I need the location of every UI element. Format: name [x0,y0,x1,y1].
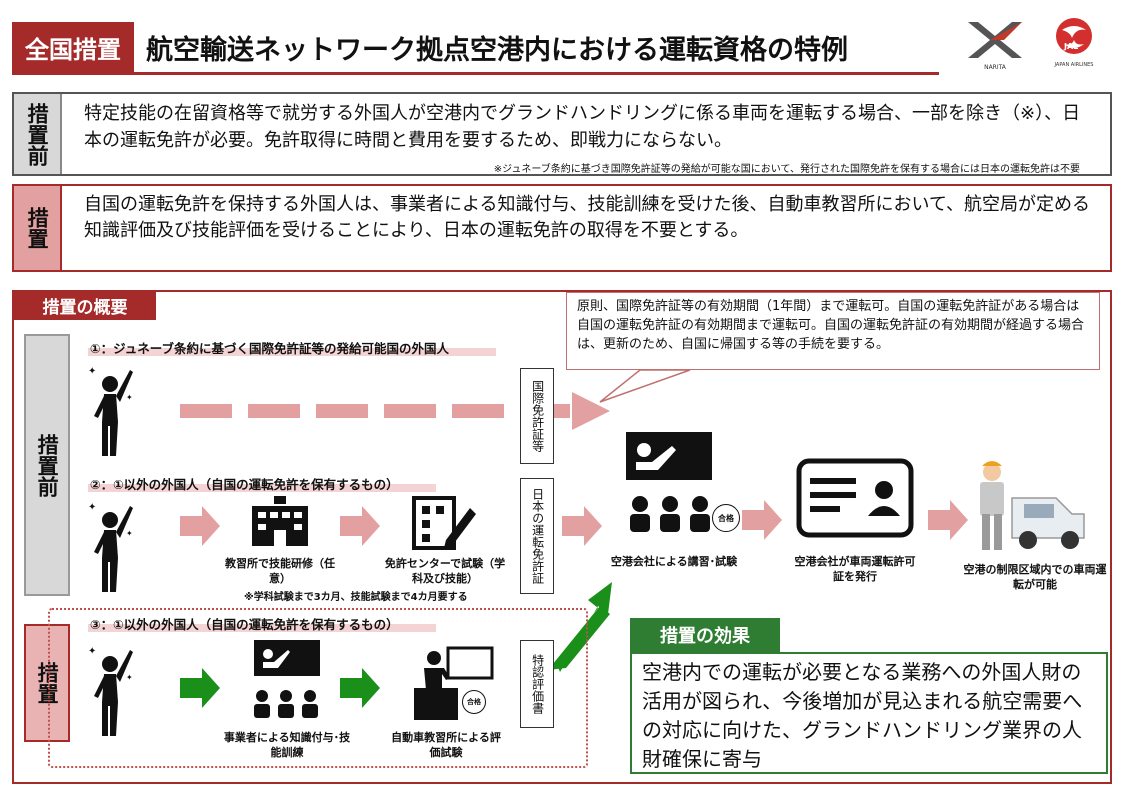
pass-stamp: 合格 [462,690,486,714]
person-icon: ✦✦ [88,502,133,592]
training-icon [254,640,320,718]
svg-text:✦: ✦ [126,673,133,682]
case3-label: ③：①以外の外国人（自国の運転免許を保有するもの） [90,617,399,632]
exam-form-icon [412,496,476,550]
jal-logo: JAL JAPAN AIRLINES [1042,16,1106,70]
svg-text:✦: ✦ [88,646,96,657]
effect-title: 措置の効果 [630,618,780,652]
validity-callout: 原則、国際免許証等の有効期間（1年間）まで運転可。自国の運転免許証がある場合は自… [566,292,1100,370]
airline-training-icon [626,432,712,532]
narita-logo-icon [968,22,1022,58]
crane-icon [1056,18,1092,54]
jal-logo-text: JAL [1064,42,1079,51]
overview-title: 措置の概要 [14,290,156,320]
overview-before-label: 措置前 [24,334,70,596]
green-arrows [180,582,612,708]
measure-section [12,184,1112,272]
school-icon [252,496,308,546]
driving-school-step-caption: 自動車教習所による評価試験 [391,731,501,759]
before-note: ※ジュネーブ条約に基づき国際免許証等の発給が可能な国において、発行された国際免許… [493,164,1080,175]
svg-text:✦: ✦ [88,502,96,513]
page-title: 航空輸送ネットワーク拠点空港内における運転資格の特例 [146,34,848,66]
overview-measure-label: 措置 [24,624,70,742]
before-text: 特定技能の在留資格等で就労する外国人が空港内でグランドハンドリングに係る車両を運… [84,103,1081,151]
permit-step-caption: 空港会社が車両運転許可証を発行 [794,555,916,583]
svg-text:✦: ✦ [88,366,96,377]
case1-label: ①：ジュネーブ条約に基づく国際免許証等の発給可能国の外国人 [90,341,449,356]
doc-intl-license: 国際免許証等 [520,368,554,464]
narita-logo-text: NARITA [984,64,1006,71]
person-icon: ✦✦ [88,646,133,736]
center-step-caption: 免許センターで試験（学科及び技能） [384,557,506,585]
before-section [12,92,1112,176]
jal-logo-sub: JAPAN AIRLINES [1054,62,1094,68]
evaluator-icon [414,646,494,720]
worker-vehicle-icon [980,461,1085,550]
measure-flow-area [48,608,588,768]
permit-card-icon [796,458,914,538]
case1-underline [88,348,496,356]
case3-underline [88,624,436,632]
person-icon: ✦✦ [88,366,133,456]
case2-underline [88,484,436,492]
callout-pointer [599,369,691,403]
measure-text: 自国の運転免許を保持する外国人は、事業者による知識付与、技能訓練を受けた後、自動… [84,194,1091,241]
overview-frame [12,290,1112,784]
step-duration-note: ※学科試験まで3カ月、技能試験まで4カ月要する [244,592,468,603]
narita-logo: NARITA [960,18,1030,71]
doc-special-certificate: 特認評価書 [520,640,554,728]
before-label: 措置前 [14,94,62,174]
svg-text:✦: ✦ [126,529,133,538]
operator-step-caption: 事業者による知識付与･技能訓練 [223,731,351,759]
case2-label: ②：①以外の外国人（自国の運転免許を保有するもの） [90,477,399,492]
pass-stamp: 合格 [712,504,740,532]
doc-japan-license: 日本の運転免許証 [520,478,554,594]
header-divider [12,72,939,75]
effect-text: 空港内での運転が必要となる業務への外国人財の活用が図られ、今後増加が見込まれる航… [630,652,1108,774]
result-step-caption: 空港の制限区域内での車両運転が可能 [963,563,1107,591]
pink-arrows [180,500,968,546]
school-step-caption: 教習所で技能研修（任意） [225,557,335,585]
header-badge: 全国措置 [12,22,134,72]
measure-label: 措置 [14,186,62,270]
svg-text:✦: ✦ [126,393,133,402]
airline-training-caption: 空港会社による講習･試験 [610,555,738,568]
